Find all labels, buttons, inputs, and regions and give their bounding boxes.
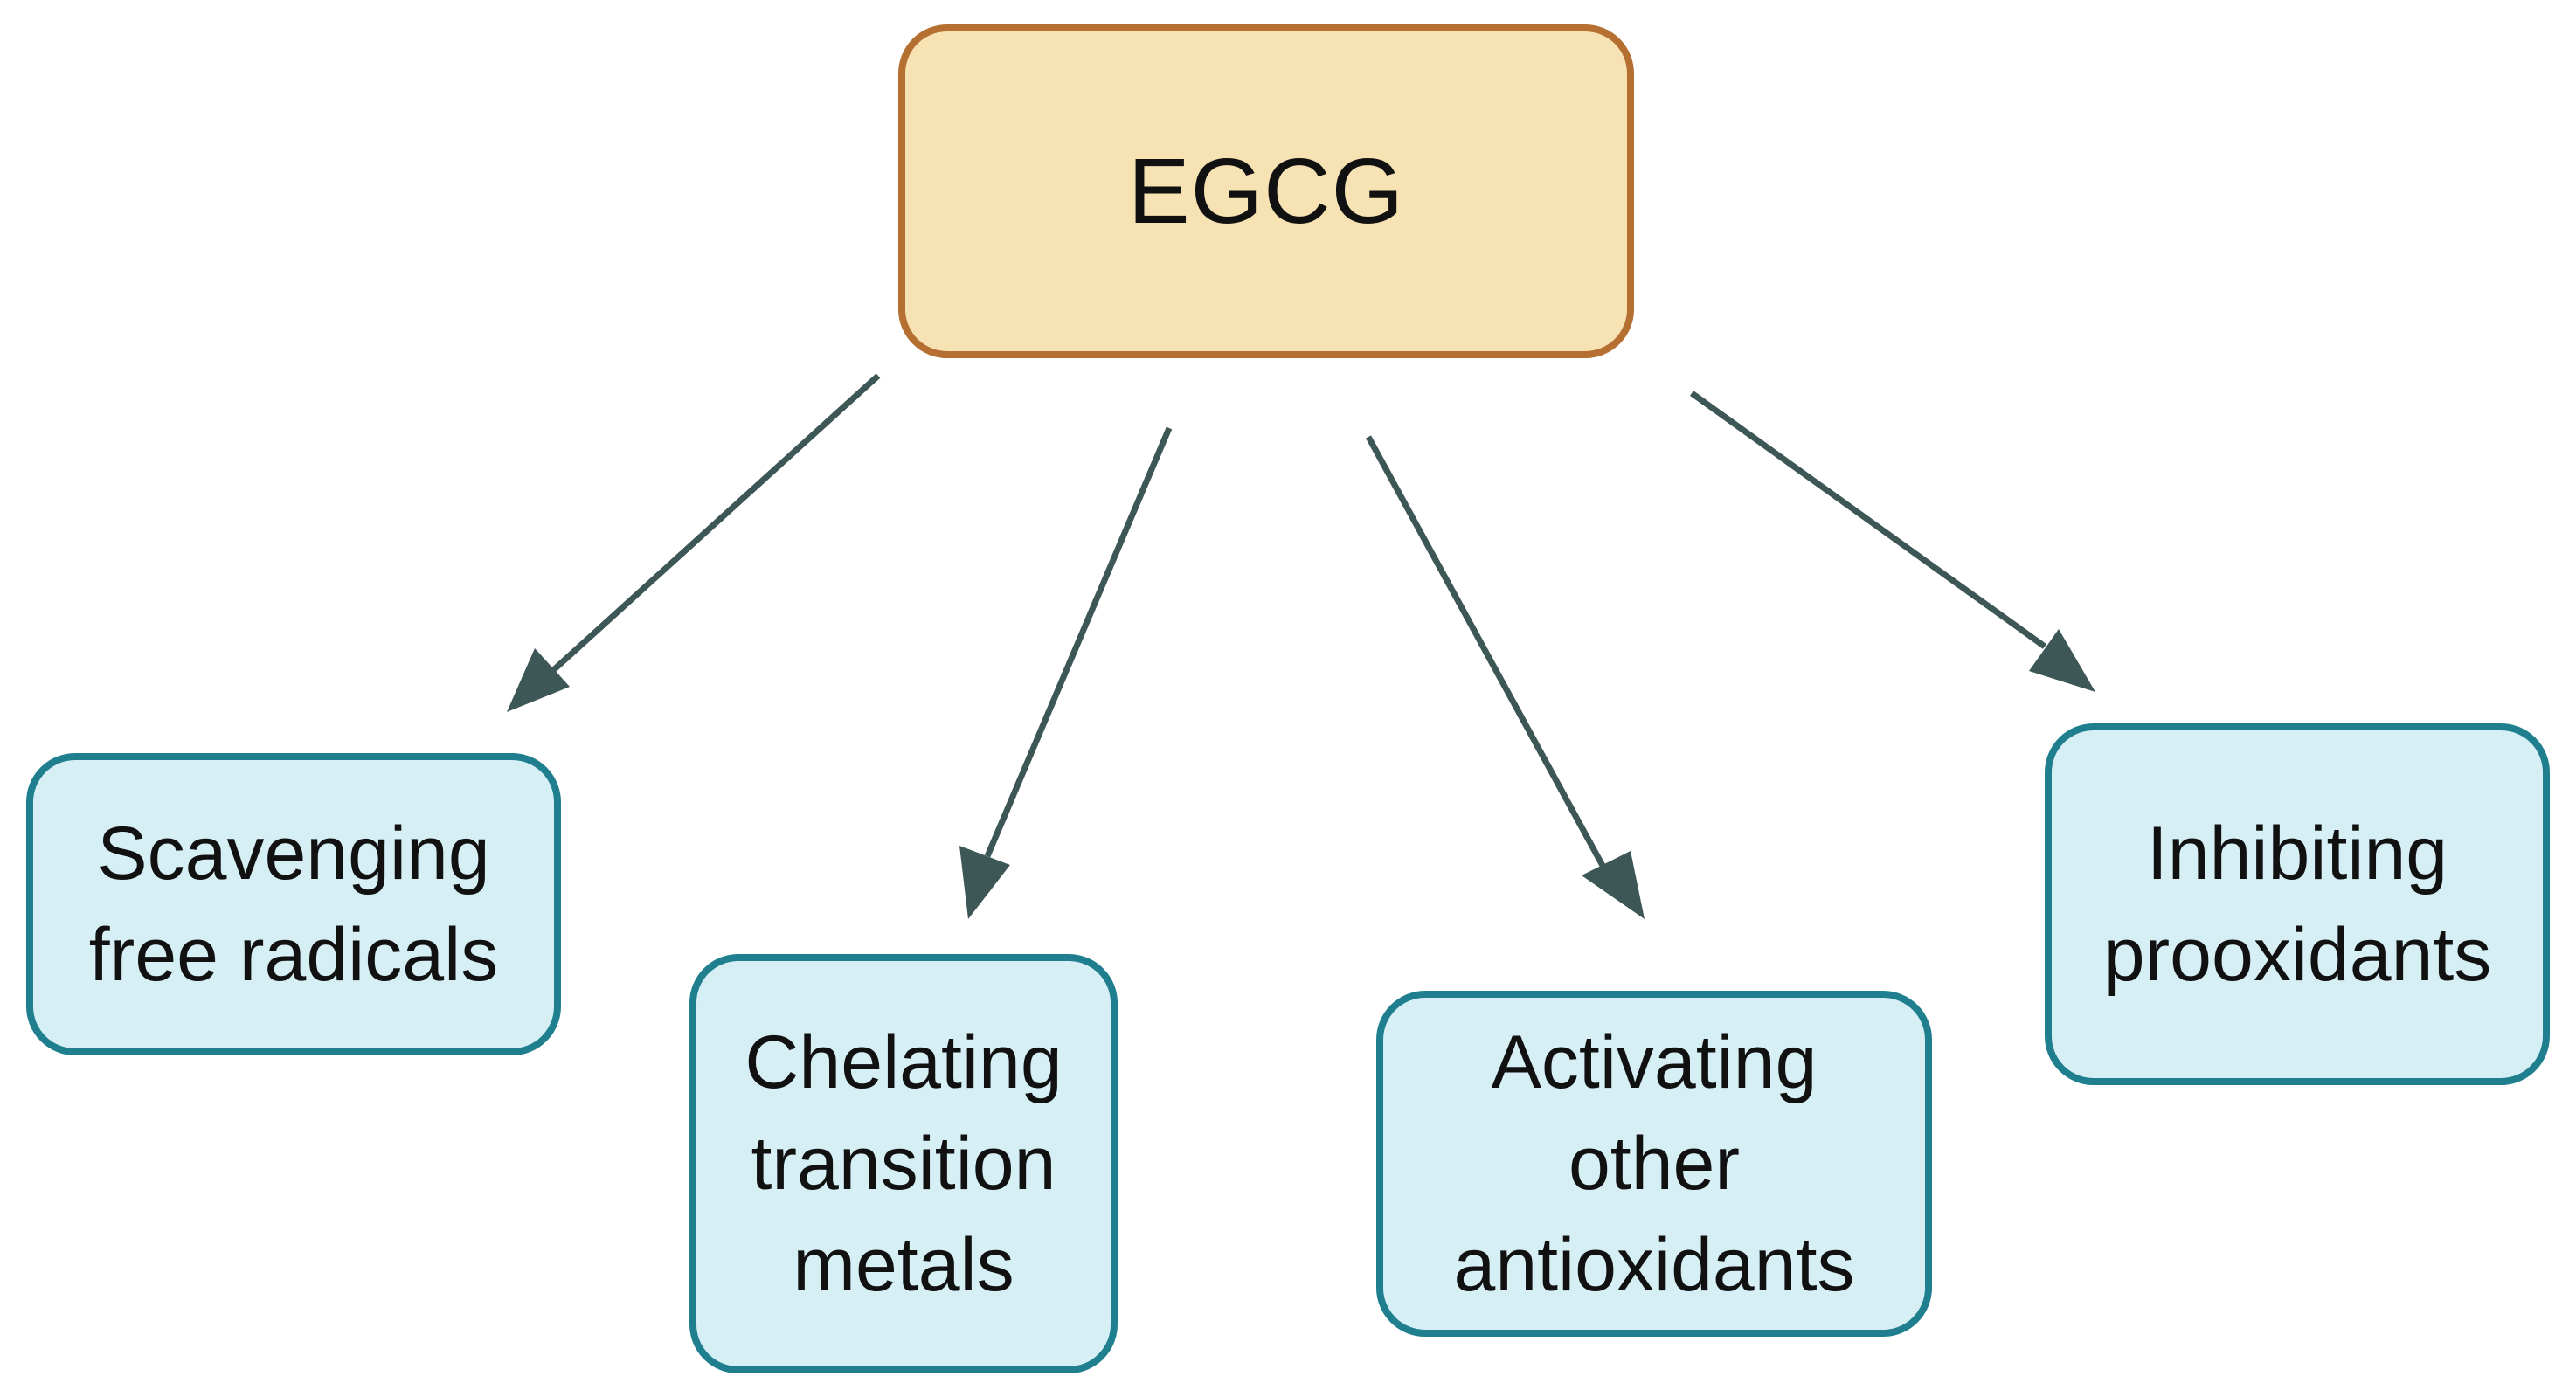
arrow-to-scavenging xyxy=(548,373,881,675)
arrowhead-chelating xyxy=(959,846,1010,919)
arrow-to-chelating xyxy=(984,426,1173,858)
chelating-node: Chelating transition metals xyxy=(689,954,1118,1373)
chelating-label: Chelating transition metals xyxy=(744,1020,1063,1307)
egcg-label: EGCG xyxy=(1127,139,1405,243)
arrowhead-activating xyxy=(1582,851,1645,919)
activating-label: Activating other antioxidants xyxy=(1453,1020,1855,1307)
scavenging-node: Scavenging free radicals xyxy=(26,753,561,1055)
egcg-node: EGCG xyxy=(898,24,1634,358)
arrowhead-inhibiting xyxy=(2029,629,2095,692)
inhibiting-node: Inhibiting prooxidants xyxy=(2045,723,2550,1085)
arrowhead-scavenging xyxy=(507,648,570,712)
arrow-to-activating xyxy=(1365,435,1610,874)
inhibiting-label: Inhibiting prooxidants xyxy=(2102,812,2492,997)
arrow-to-inhibiting xyxy=(1689,391,2047,649)
scavenging-label: Scavenging free radicals xyxy=(88,812,499,997)
activating-node: Activating other antioxidants xyxy=(1376,991,1932,1337)
